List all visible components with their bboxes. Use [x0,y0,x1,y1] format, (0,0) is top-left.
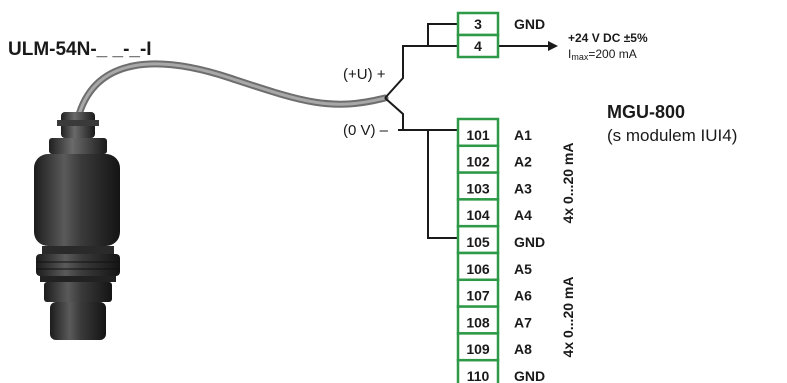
terminal-110: 110 GND [456,358,545,383]
controller-name: MGU-800 [607,102,685,122]
supply-voltage: +24 V DC ±5% [568,31,648,45]
terminal-label: A6 [514,288,532,304]
terminal-box [456,144,500,174]
terminal-label: A8 [514,341,532,357]
controller-module: (s modulem IUI4) [607,126,737,145]
top-terminal-block: 3 GND 4 [456,11,545,59]
group-label-2: 4x 0...20 mA [560,277,576,358]
terminal-number: 110 [467,368,490,383]
terminal-number: 108 [466,314,490,330]
terminal-label: GND [514,368,545,383]
supply-current: Imax=200 mA [568,47,637,62]
terminal-box [456,198,500,228]
group-label-1: 4x 0...20 mA [560,143,576,224]
minus-label: (0 V) – [343,122,389,139]
terminal-box [456,33,500,59]
level-sensor [34,112,120,340]
terminal-label: GND [514,16,545,32]
terminal-label: A5 [514,261,532,277]
terminal-3: 3 GND [456,11,545,37]
terminal-105: 105 GND [456,224,545,255]
terminal-number: 3 [474,16,482,32]
sensor-model: ULM-54N-_ _-_-I [8,39,152,60]
terminal-label: A1 [514,127,532,143]
terminal-106: 106 A5 [456,251,532,282]
terminal-number: 107 [466,288,490,304]
terminal-107: 107 A6 [456,278,532,308]
plus-label: (+U) + [343,66,386,83]
terminal-box [456,358,500,383]
terminal-number: 4 [474,38,482,54]
terminal-103: 103 A3 [456,171,532,201]
terminal-label: A2 [514,154,532,170]
terminal-box [456,305,500,335]
terminal-number: 102 [466,154,490,170]
terminal-box [456,251,500,282]
terminal-label: A3 [514,180,532,196]
terminal-label: A7 [514,314,532,330]
terminal-number: 104 [466,207,490,223]
terminal-number: 101 [466,127,490,143]
terminal-number: 103 [466,180,490,196]
terminal-number: 105 [466,234,490,250]
sensor-cable [74,60,389,122]
terminal-4: 4 [456,33,500,59]
terminal-label: GND [514,234,545,250]
terminal-102: 102 A2 [456,144,532,174]
terminal-box [456,224,500,255]
terminal-101: 101 A1 [456,117,532,148]
terminal-109: 109 A8 [456,332,532,362]
terminal-box [456,117,500,148]
terminal-number: 106 [466,261,490,277]
terminal-108: 108 A7 [456,305,532,335]
terminal-104: 104 A4 [456,198,532,228]
terminal-number: 109 [466,341,490,357]
wires [384,23,558,239]
terminal-label: A4 [514,207,532,223]
